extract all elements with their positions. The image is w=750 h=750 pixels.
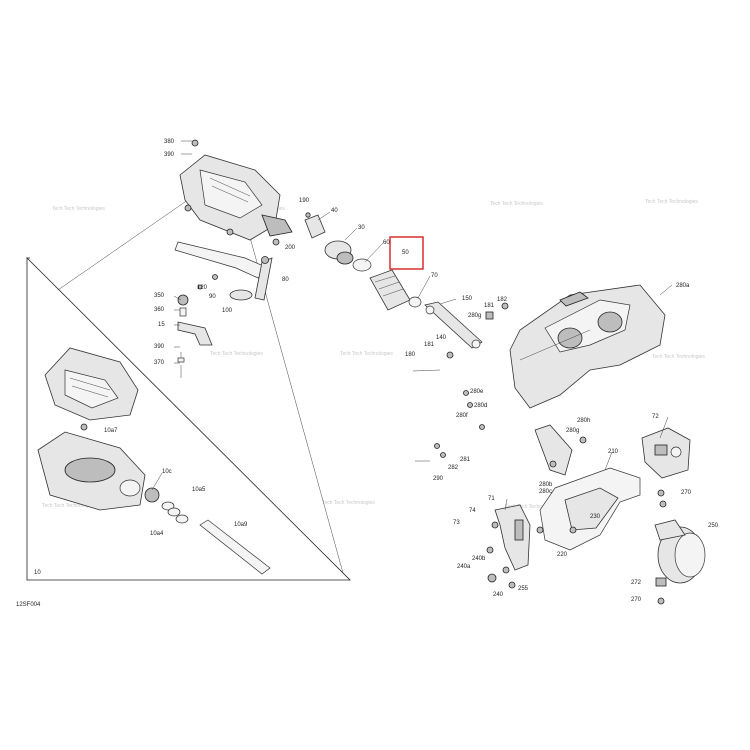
callout-182: 182: [497, 297, 508, 303]
supercharger-housing: [179, 139, 293, 241]
callout-220: 220: [557, 552, 568, 558]
callout-73: 73: [453, 520, 460, 526]
callout-272: 272: [631, 580, 642, 586]
callout-100: 100: [222, 308, 233, 314]
callout-10a4: 10a4: [150, 531, 164, 537]
callout-50: 50: [402, 250, 409, 256]
callout-30: 30: [358, 225, 365, 231]
drive-coupling-assembly: [272, 212, 422, 311]
callout-10a7: 10a7: [104, 428, 118, 434]
callout-280c: 280c: [539, 489, 552, 495]
callout-240b: 240b: [472, 556, 486, 562]
callout-90: 90: [209, 294, 216, 300]
intake-fasteners: [415, 390, 587, 476]
callout-282: 282: [448, 465, 459, 471]
callout-290: 290: [433, 476, 444, 482]
inset-housing-bottom: [37, 431, 271, 575]
callout-150: 150: [462, 296, 473, 302]
callout-255: 255: [518, 586, 529, 592]
watermark-text: Tech Tech Technologies: [340, 351, 393, 357]
callout-10a5: 10a5: [192, 487, 206, 493]
callout-120: 120: [197, 285, 208, 291]
callout-10a9: 10a9: [234, 522, 248, 528]
callout-280h: 280h: [577, 418, 590, 424]
callout-250: 250: [708, 523, 719, 529]
callout-10: 10: [34, 570, 41, 576]
callout-350: 350: [154, 293, 165, 299]
callout-390b: 390: [154, 344, 165, 350]
callout-200: 200: [285, 245, 296, 251]
callout-280g: 280g: [468, 313, 481, 319]
callout-270: 270: [681, 490, 692, 496]
callout-280f: 280f: [456, 413, 468, 419]
duct-bracket: [539, 467, 706, 605]
callout-390: 390: [164, 152, 175, 158]
linkage-arm: [412, 301, 509, 372]
callout-60: 60: [383, 240, 390, 246]
callout-281: 281: [460, 457, 471, 463]
bracket-fasteners: [177, 294, 213, 378]
mount-bracket: [486, 504, 544, 589]
callout-72: 72: [652, 414, 659, 420]
callout-140: 140: [436, 335, 447, 341]
callout-labels: 380 390 190 40 30 60 50 70 200 80 120 90…: [34, 139, 719, 603]
callout-280e: 280e: [470, 389, 484, 395]
callout-230: 230: [590, 514, 601, 520]
callout-70: 70: [431, 273, 438, 279]
callout-15: 15: [158, 322, 165, 328]
callout-10c: 10c: [162, 469, 172, 475]
callout-370: 370: [154, 360, 165, 366]
callout-80: 80: [282, 277, 289, 283]
watermark-text: Tech Tech Technologies: [52, 206, 105, 212]
callout-240a: 240a: [457, 564, 471, 570]
callout-181b: 181: [424, 342, 435, 348]
watermark-text: Tech Tech Technologies: [322, 500, 375, 506]
callout-240: 240: [493, 592, 504, 598]
watermark-text: Tech Tech Technologies: [645, 199, 698, 205]
watermark-text: Tech Tech Technologies: [505, 504, 558, 510]
watermark-text: Tech Tech Technologies: [490, 201, 543, 207]
callout-360: 360: [154, 307, 165, 313]
watermark-text: Tech Tech Technologies: [42, 503, 95, 509]
callout-280b: 280b: [539, 482, 553, 488]
intake-housing: [509, 284, 666, 409]
watermark-text: Tech Tech Technologies: [652, 354, 705, 360]
detail-inset-frame: [26, 257, 351, 581]
detail-link-line: [57, 194, 196, 291]
inset-housing-top: [44, 347, 139, 431]
watermark-text: Tech Tech Technologies: [210, 351, 263, 357]
figure-code: 12SF004: [16, 602, 41, 608]
callout-71: 71: [488, 496, 495, 502]
callout-280g2: 280g: [566, 428, 579, 434]
highlighted-callout-box: [389, 236, 424, 270]
callout-190: 190: [299, 198, 310, 204]
callout-74: 74: [469, 508, 476, 514]
callout-180: 180: [405, 352, 416, 358]
callout-181: 181: [484, 303, 495, 309]
tube-assembly: [174, 241, 273, 301]
callout-270b: 270: [631, 597, 642, 603]
throttle-body: [641, 427, 691, 479]
leader-lines: [151, 140, 673, 511]
callout-280d: 280d: [474, 403, 487, 409]
callout-40: 40: [331, 208, 338, 214]
callout-380: 380: [164, 139, 175, 145]
callout-210: 210: [608, 449, 619, 455]
callout-280a: 280a: [676, 283, 690, 289]
